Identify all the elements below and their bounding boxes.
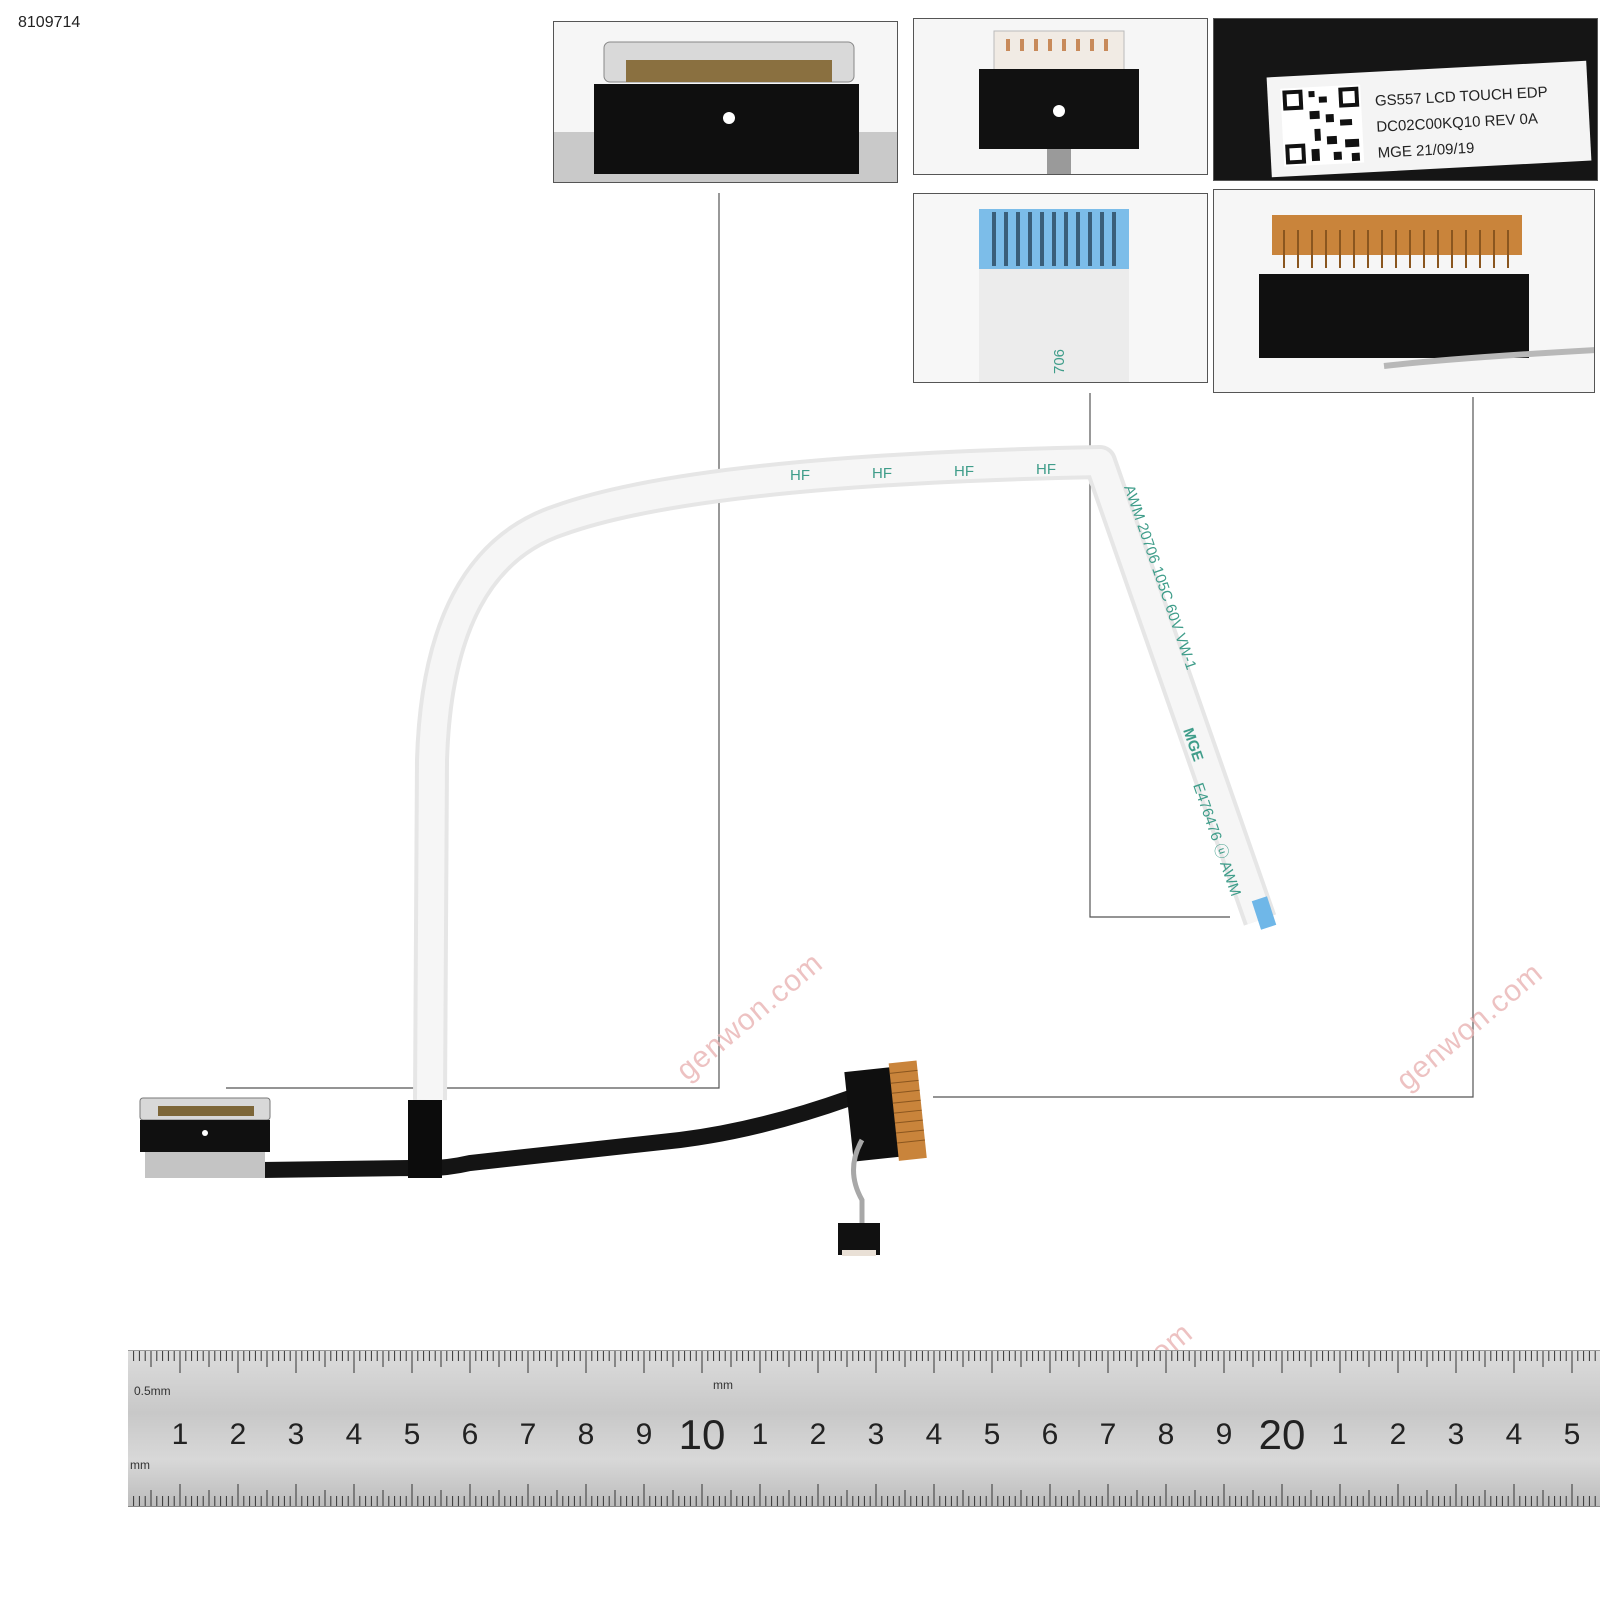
- inset-gold-connector: [1213, 189, 1595, 393]
- ruler-number: 2: [1390, 1418, 1407, 1451]
- ruler-mm-left-label: mm: [130, 1458, 150, 1472]
- leader-line-gold: [933, 397, 1474, 1098]
- measuring-ruler: 1 2 3 4 5 6 7 8 9 10 1 2 3 4 5 6 7 8 9 20 1 2 3 4 5 0.5mm mm mm: [128, 1350, 1600, 1507]
- ruler-number: 6: [1042, 1418, 1059, 1451]
- ruler-number: 8: [578, 1418, 595, 1451]
- fpc-mark-2: HF: [872, 465, 892, 482]
- ruler-number: 7: [520, 1418, 537, 1451]
- fpc-mark-1: HF: [790, 467, 810, 484]
- gold-connector-closeup: [1214, 190, 1594, 392]
- lcd-connector: [139, 1097, 271, 1178]
- inset-part-label: GS557 LCD TOUCH EDP DC02C00KQ10 REV 0A M…: [1213, 18, 1598, 181]
- ruler-number: 1: [1332, 1418, 1349, 1451]
- sku-number: 8109714: [18, 14, 81, 31]
- inset-touch-connector: [913, 18, 1208, 175]
- tape-wrap: [408, 1100, 442, 1178]
- ruler-number: 20: [1259, 1411, 1306, 1458]
- ruler-number: 2: [230, 1418, 247, 1451]
- ruler-number: 4: [346, 1418, 363, 1451]
- ruler-number: 4: [926, 1418, 943, 1451]
- ruler-number: 4: [1506, 1418, 1523, 1451]
- fpc-mark-3: HF: [954, 463, 974, 480]
- ruler-number: 2: [810, 1418, 827, 1451]
- fpc-zoom-text: 706: [1051, 349, 1068, 374]
- ruler-number: 3: [868, 1418, 885, 1451]
- fpc-tab-closeup: 706: [914, 194, 1207, 382]
- ruler-number: 5: [1564, 1418, 1581, 1451]
- ruler-scale-label: 0.5mm: [134, 1384, 171, 1398]
- inset-lcd-connector: [553, 21, 898, 183]
- label-line-3: MGE 21/09/19: [1377, 140, 1474, 162]
- ruler-number: 10: [679, 1411, 726, 1458]
- leader-line-lcd: [226, 193, 720, 1089]
- part-label-closeup: GS557 LCD TOUCH EDP DC02C00KQ10 REV 0A M…: [1214, 19, 1597, 180]
- inset-fpc-tab: 706: [913, 193, 1208, 383]
- ruler-number: 5: [404, 1418, 421, 1451]
- ruler-mm-label: mm: [713, 1378, 733, 1392]
- ruler-number: 7: [1100, 1418, 1117, 1451]
- ruler-number: 9: [1216, 1418, 1233, 1451]
- lcd-connector-closeup: [554, 22, 897, 182]
- ruler-number: 8: [1158, 1418, 1175, 1451]
- ruler-number: 5: [984, 1418, 1001, 1451]
- ruler-number: 6: [462, 1418, 479, 1451]
- touch-connector-closeup: [914, 19, 1207, 174]
- ruler-number: 3: [288, 1418, 305, 1451]
- touch-pigtail: [851, 1138, 865, 1225]
- ruler-number: 9: [636, 1418, 653, 1451]
- leader-line-fpc: [1089, 393, 1230, 918]
- ruler-number: 3: [1448, 1418, 1465, 1451]
- gold-connector: [844, 1060, 927, 1162]
- ruler-number: 1: [752, 1418, 769, 1451]
- ruler-number: 1: [172, 1418, 189, 1451]
- fpc-blue-tab: [1251, 896, 1277, 930]
- fpc-mark-4: HF: [1036, 461, 1056, 478]
- main-cable: [254, 1090, 858, 1178]
- touch-connector: [838, 1223, 880, 1255]
- leader-lines: [226, 193, 1474, 1098]
